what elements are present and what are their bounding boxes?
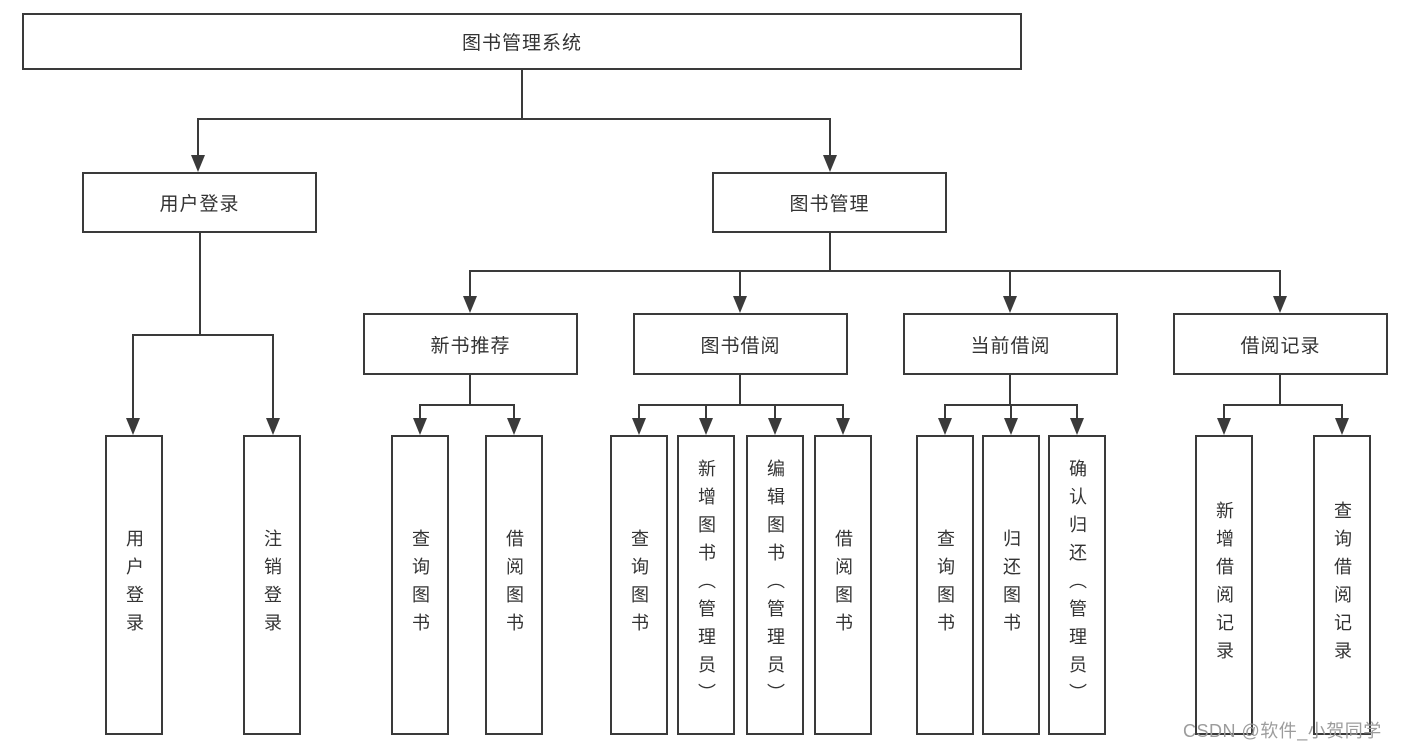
node-label: 新增图书（管理员） <box>696 459 716 711</box>
node-label: 编辑图书（管理员） <box>765 459 785 711</box>
node-label: 借阅图书 <box>833 529 853 641</box>
leaf-add-borrow-record: 新增借阅记录 <box>1195 435 1253 735</box>
node-label: 新书推荐 <box>430 335 511 357</box>
node-label: 归还图书 <box>1001 529 1021 641</box>
node-label: 确认归还（管理员） <box>1067 459 1087 711</box>
node-borrowing-records: 借阅记录 <box>1173 313 1388 375</box>
node-label: 注销登录 <box>262 529 282 641</box>
leaf-query-borrow-record: 查询借阅记录 <box>1313 435 1371 735</box>
leaf-borrow-books: 借阅图书 <box>814 435 872 735</box>
node-user-login: 用户登录 <box>82 172 317 233</box>
node-book-management: 图书管理 <box>712 172 947 233</box>
node-book-borrowing: 图书借阅 <box>633 313 848 375</box>
node-new-book-recommendation: 新书推荐 <box>363 313 578 375</box>
node-label: 用户登录 <box>124 529 144 641</box>
arrowheads <box>126 155 1349 435</box>
watermark: CSDN @软件_小贺同学 <box>1183 721 1382 741</box>
node-label: 图书管理系统 <box>461 33 582 54</box>
leaf-edit-book-admin: 编辑图书（管理员） <box>746 435 804 735</box>
node-label: 查询图书 <box>935 529 955 641</box>
leaf-confirm-return-admin: 确认归还（管理员） <box>1048 435 1106 735</box>
node-label: 当前借阅 <box>970 335 1051 357</box>
leaf-query-books-borrowing: 查询图书 <box>610 435 668 735</box>
node-label: 查询借阅记录 <box>1332 501 1352 669</box>
leaf-add-book-admin: 新增图书（管理员） <box>677 435 735 735</box>
node-label: 借阅记录 <box>1240 335 1321 357</box>
leaf-query-books-recommend: 查询图书 <box>391 435 449 735</box>
node-label: 用户登录 <box>159 194 240 215</box>
node-label: 查询图书 <box>410 529 430 641</box>
node-label: 查询图书 <box>629 529 649 641</box>
leaf-user-login: 用户登录 <box>105 435 163 735</box>
leaf-return-books: 归还图书 <box>982 435 1040 735</box>
leaf-logout: 注销登录 <box>243 435 301 735</box>
node-label: 新增借阅记录 <box>1214 501 1234 669</box>
node-label: 借阅图书 <box>504 529 524 641</box>
node-root: 图书管理系统 <box>22 13 1022 70</box>
node-current-borrowing: 当前借阅 <box>903 313 1118 375</box>
leaf-borrow-books-recommend: 借阅图书 <box>485 435 543 735</box>
leaf-query-books-current: 查询图书 <box>916 435 974 735</box>
node-label: 图书管理 <box>789 194 870 215</box>
node-label: 图书借阅 <box>700 335 781 357</box>
